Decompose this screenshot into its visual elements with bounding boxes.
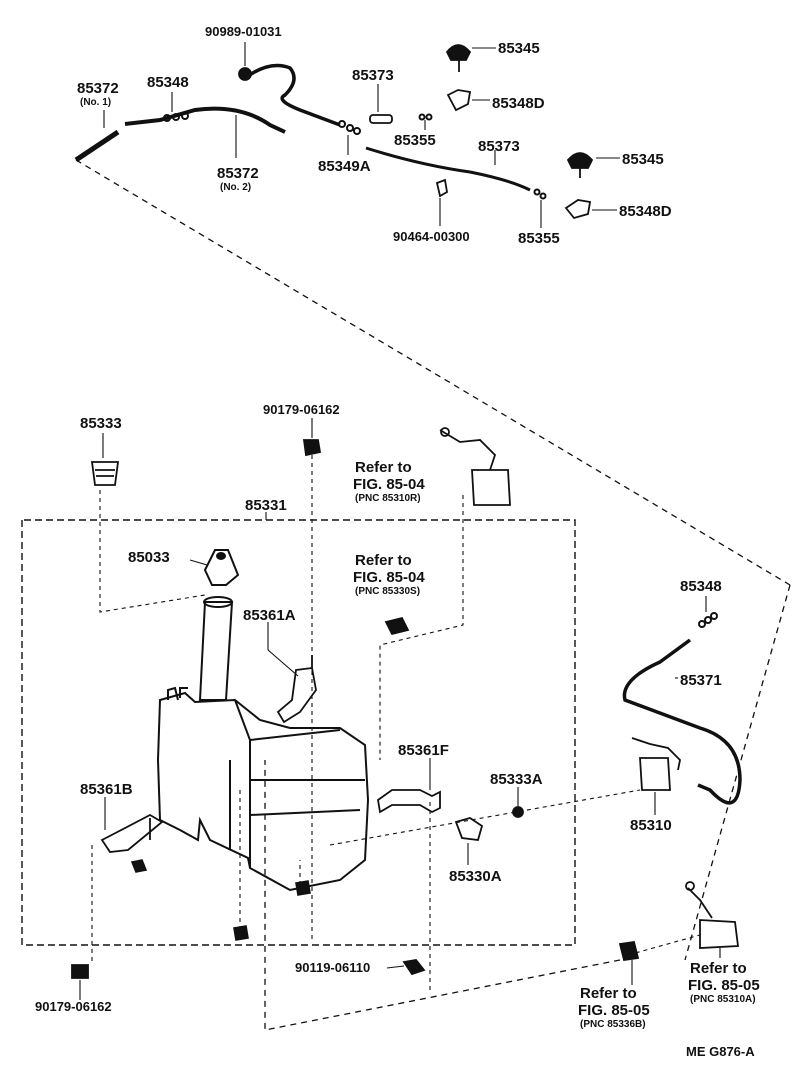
ref1-pnc: (PNC 85310R) bbox=[355, 493, 421, 504]
connector-85348 bbox=[163, 112, 189, 122]
reference-note-85330S: Refer to FIG. 85-04 (PNC 85330S) bbox=[353, 552, 425, 597]
small-bolts bbox=[130, 859, 311, 941]
label-90179-06162-bottom: 90179-06162 bbox=[35, 999, 112, 1014]
label-85310: 85310 bbox=[630, 817, 672, 834]
motor-85310A bbox=[685, 881, 740, 949]
ref3-line1: Refer to bbox=[690, 960, 747, 977]
label-85372-no1: 85372 bbox=[77, 80, 119, 97]
ref4-line1: Refer to bbox=[580, 985, 637, 1002]
cap-85033 bbox=[203, 549, 240, 586]
label-85345-a: 85345 bbox=[498, 40, 540, 57]
part-labels: 90989-01031 85345 85372 (No. 1) 85348 85… bbox=[35, 24, 760, 1059]
label-85333: 85333 bbox=[80, 415, 122, 432]
label-85373-b: 85373 bbox=[478, 138, 520, 155]
nut-90179-bottom bbox=[71, 964, 89, 979]
ref1-line2: FIG. 85-04 bbox=[353, 476, 425, 493]
label-85355-b: 85355 bbox=[518, 230, 560, 247]
label-85348-a: 85348 bbox=[147, 74, 189, 91]
reservoir-group-box bbox=[21, 519, 576, 946]
label-85371: 85371 bbox=[680, 672, 722, 689]
label-85355-a: 85355 bbox=[394, 132, 436, 149]
label-85348-c: 85348 bbox=[680, 578, 722, 595]
nozzle-85345-b bbox=[566, 152, 594, 178]
label-85361B: 85361B bbox=[80, 781, 133, 798]
plug-85330S bbox=[384, 616, 410, 636]
label-85361F: 85361F bbox=[398, 742, 449, 759]
reference-note-85310A: Refer to FIG. 85-05 (PNC 85310A) bbox=[688, 960, 760, 1005]
bottom-leaders bbox=[79, 418, 721, 1000]
label-85033: 85033 bbox=[128, 549, 170, 566]
sensor-85310R bbox=[439, 427, 511, 506]
label-85348D-a: 85348D bbox=[492, 95, 545, 112]
bracket-85361B bbox=[100, 813, 164, 853]
diagram-code: ME G876-A bbox=[686, 1044, 755, 1059]
label-85348D-b: 85348D bbox=[619, 203, 672, 220]
clip-90464 bbox=[435, 178, 448, 198]
bracket-85361A bbox=[276, 655, 317, 724]
joint-85355-b bbox=[533, 188, 547, 200]
label-90464-00300: 90464-00300 bbox=[393, 229, 470, 244]
hose-loop bbox=[243, 63, 341, 127]
hose-85371 bbox=[622, 638, 742, 805]
reference-note-85336B: Refer to FIG. 85-05 (PNC 85336B) bbox=[578, 985, 650, 1030]
clip-90989 bbox=[238, 67, 252, 81]
bolt-90119 bbox=[402, 959, 426, 976]
grommet-85333A bbox=[512, 806, 524, 818]
ref1-line1: Refer to bbox=[355, 459, 412, 476]
ref2-line2: FIG. 85-04 bbox=[353, 569, 425, 586]
label-85361A: 85361A bbox=[243, 607, 296, 624]
tube-85373-short bbox=[369, 114, 393, 124]
label-90179-06162-top: 90179-06162 bbox=[263, 402, 340, 417]
top-leaders bbox=[103, 42, 620, 228]
label-85372-no1-sub: (No. 1) bbox=[80, 97, 111, 108]
ref2-pnc: (PNC 85330S) bbox=[355, 586, 420, 597]
label-85349A: 85349A bbox=[318, 158, 371, 175]
hose-85373-main bbox=[365, 146, 531, 192]
ref4-pnc: (PNC 85336B) bbox=[580, 1019, 646, 1030]
nut-90179-top bbox=[302, 439, 322, 457]
ref2-line1: Refer to bbox=[355, 552, 412, 569]
ref3-line2: FIG. 85-05 bbox=[688, 977, 760, 994]
label-85372-no2: 85372 bbox=[217, 165, 259, 182]
plug-85336B bbox=[618, 940, 640, 962]
label-90989-01031: 90989-01031 bbox=[205, 24, 282, 39]
label-85333A: 85333A bbox=[490, 771, 543, 788]
connector-85348-pump bbox=[698, 612, 718, 628]
reference-note-85310R: Refer to FIG. 85-04 (PNC 85310R) bbox=[353, 459, 425, 504]
joint-85355-a bbox=[418, 113, 433, 121]
bracket-85361F bbox=[377, 789, 441, 814]
dashed-leaders bbox=[91, 455, 701, 990]
hose-85372-no1 bbox=[74, 129, 120, 163]
bracket-85348D-b bbox=[564, 199, 592, 220]
label-85345-b: 85345 bbox=[622, 151, 664, 168]
assembly-boundary-dashed bbox=[75, 159, 791, 1031]
label-85330A: 85330A bbox=[449, 868, 502, 885]
pump-85310 bbox=[631, 737, 681, 791]
connector-85349A bbox=[338, 120, 361, 135]
ref3-pnc: (PNC 85310A) bbox=[690, 994, 756, 1005]
reservoir-tank bbox=[156, 596, 370, 892]
hose-85372-no2 bbox=[124, 106, 286, 134]
ref4-line2: FIG. 85-05 bbox=[578, 1002, 650, 1019]
label-85372-no2-sub: (No. 2) bbox=[220, 182, 251, 193]
grommet-85330A bbox=[454, 817, 484, 841]
bracket-85348D-a bbox=[446, 89, 472, 112]
label-85373-a: 85373 bbox=[352, 67, 394, 84]
nozzle-85345-a bbox=[445, 44, 472, 72]
grommet-85333 bbox=[90, 461, 120, 486]
label-85331: 85331 bbox=[245, 497, 287, 514]
label-90119-06110: 90119-06110 bbox=[295, 960, 370, 975]
